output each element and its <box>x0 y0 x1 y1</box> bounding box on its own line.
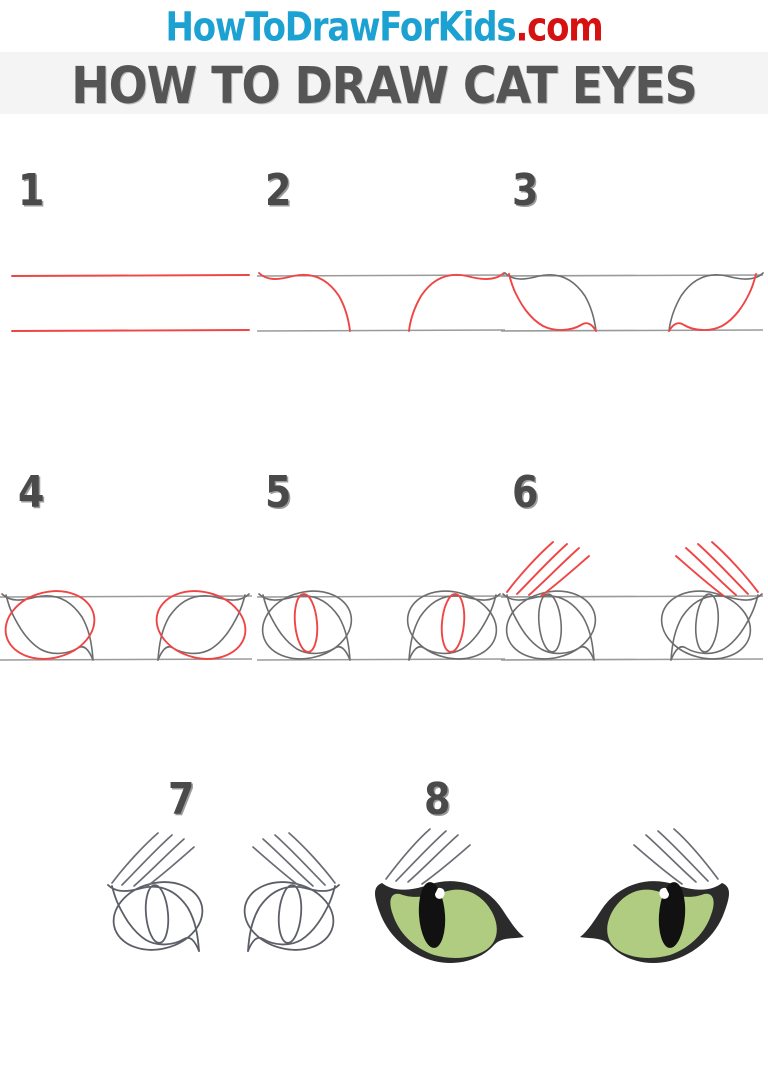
eye-outline-upper-right <box>247 884 340 952</box>
guide-line-bottom <box>11 329 250 332</box>
eyelashes-left <box>385 828 471 885</box>
step-art-5 <box>249 468 511 678</box>
eye-outline-lower-left <box>111 885 200 952</box>
step-number-7: 7 <box>168 773 195 825</box>
eye-left <box>107 832 204 952</box>
page-title: HOW TO DRAW CAT EYES <box>71 55 697 116</box>
step-cell-4: 4 <box>0 468 256 678</box>
guide-line-bottom <box>500 329 764 332</box>
guide-line-bottom <box>256 329 506 332</box>
eye-right-colored <box>580 828 729 964</box>
guide-line-top <box>11 274 250 277</box>
step-art-8 <box>352 775 752 1025</box>
step-art-6 <box>497 468 768 678</box>
step-cell-1: 1 <box>0 160 256 370</box>
step-art-4 <box>0 468 256 678</box>
step-cell-2: 2 <box>249 160 506 370</box>
iris-left <box>505 590 597 660</box>
lower-lid-right <box>668 273 757 332</box>
iris-left <box>261 590 353 660</box>
eye-upper-left <box>1 593 94 661</box>
iris-right <box>660 590 752 660</box>
pupil-left <box>293 593 319 653</box>
step-number-6: 6 <box>512 466 539 518</box>
step-cell-5: 5 <box>249 468 511 678</box>
eye-outline-upper-left <box>107 884 200 952</box>
iris-left <box>4 590 96 660</box>
step-cell-7: 7 <box>96 775 352 1025</box>
step-number-3: 3 <box>512 164 539 216</box>
iris-right <box>406 590 498 660</box>
pupil-right <box>694 593 720 653</box>
eye-lower-right <box>408 594 497 661</box>
eyelashes-right <box>633 828 719 885</box>
eye-lower-left <box>5 594 94 661</box>
pupil-right <box>277 884 303 944</box>
eyelashes-left <box>506 541 590 597</box>
eye-upper-left <box>258 593 351 661</box>
pupil-highlight-right <box>659 887 669 899</box>
eye-upper-right <box>408 593 501 661</box>
eye-corner-right <box>668 272 764 332</box>
step-art-7 <box>96 775 352 1025</box>
pupil-left <box>537 593 563 653</box>
pupil-right <box>440 593 466 653</box>
step-art-1 <box>0 160 256 370</box>
title-band <box>0 52 768 114</box>
eye-corner-left <box>258 272 351 332</box>
step-art-2 <box>249 160 511 370</box>
step-number-4: 4 <box>18 466 45 518</box>
site-logo-name: HowToDrawForKids <box>165 4 516 52</box>
step-cell-6: 6 <box>497 468 768 678</box>
step-number-8: 8 <box>424 773 451 825</box>
eye-corner-left <box>504 272 597 332</box>
eye-lower-right <box>670 594 759 661</box>
lower-lid-left <box>508 273 597 332</box>
eyelashes-right <box>252 832 336 888</box>
eye-lower-left <box>506 594 595 661</box>
eye-upper-right <box>157 593 250 661</box>
eye-left-colored <box>375 828 524 964</box>
step-number-2: 2 <box>265 164 292 216</box>
eyelashes-right <box>675 541 759 597</box>
eye-upper-left <box>502 593 595 661</box>
eye-lower-left <box>262 594 351 661</box>
step-art-3 <box>497 160 768 370</box>
eye-corner-right <box>408 272 505 332</box>
eyelashes-left <box>111 832 195 888</box>
eye-outline-lower-right <box>247 885 336 952</box>
step-number-5: 5 <box>265 466 292 518</box>
site-logo-tld: .com <box>515 4 603 52</box>
eye-lower-right <box>157 594 246 661</box>
step-number-1: 1 <box>18 164 45 216</box>
step-cell-8: 8 <box>352 775 752 1025</box>
site-logo[interactable]: HowToDrawForKids.com <box>0 4 768 51</box>
iris-right <box>155 590 247 660</box>
eye-right <box>243 832 340 952</box>
pupil-left <box>144 884 170 944</box>
step-cell-3: 3 <box>497 160 768 370</box>
pupil-highlight-left <box>435 887 445 899</box>
